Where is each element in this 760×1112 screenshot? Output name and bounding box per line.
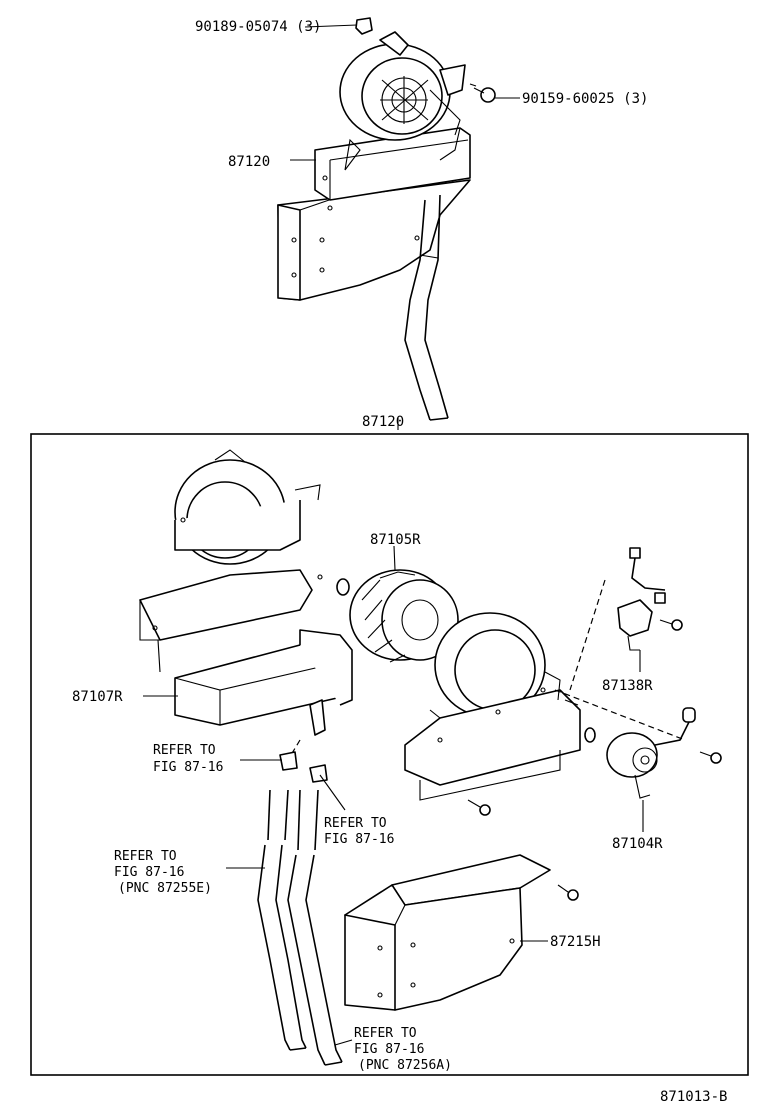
- refer-d-line3: (PNC 87256A): [358, 1058, 452, 1073]
- refer-b-line1: REFER TO: [324, 816, 387, 831]
- refer-b-line2: FIG 87-16: [324, 832, 394, 847]
- washer-icon: [336, 578, 350, 596]
- refer-a-line2: FIG 87-16: [153, 760, 223, 775]
- screw-right-icon: [469, 83, 496, 103]
- label-87105r: 87105R: [370, 532, 421, 548]
- refer-c-line1: REFER TO: [114, 849, 177, 864]
- label-screw-right: 90159-60025 (3): [522, 91, 648, 107]
- duct-screw-icon: [557, 884, 579, 901]
- figure-id: 871013-B: [660, 1089, 727, 1105]
- case-screw-icon: [467, 799, 491, 816]
- top-blower-assembly: [277, 17, 520, 430]
- refer-d-line1: REFER TO: [354, 1026, 417, 1041]
- air-duct: [344, 854, 551, 1011]
- filter-block: [174, 629, 353, 726]
- blower-resistor: [569, 547, 683, 691]
- upper-blower-case: [139, 449, 323, 673]
- drain-hoses: [257, 699, 343, 1066]
- label-screw-top: 90189-05074 (3): [195, 19, 321, 35]
- label-assembly-main: 87120: [228, 154, 270, 170]
- blower-motor: [554, 689, 722, 799]
- leader-refer-b: [319, 774, 346, 811]
- label-box-title: 87120: [362, 414, 404, 430]
- label-87138r: 87138R: [602, 678, 653, 694]
- exploded-view-frame: [30, 433, 749, 1076]
- label-87215h: 87215H: [550, 934, 601, 950]
- refer-d-line2: FIG 87-16: [354, 1042, 424, 1057]
- refer-c-line3: (PNC 87255E): [118, 881, 212, 896]
- screw-top-icon: [355, 17, 373, 35]
- leader-87105r: [393, 545, 396, 571]
- label-87107r: 87107R: [72, 689, 123, 705]
- refer-a-line1: REFER TO: [153, 743, 216, 758]
- lower-blower-case: [404, 612, 581, 801]
- label-87104r: 87104R: [612, 836, 663, 852]
- refer-c-line2: FIG 87-16: [114, 865, 184, 880]
- leader-refer-d: [334, 1039, 353, 1046]
- blower-fan: [349, 569, 459, 663]
